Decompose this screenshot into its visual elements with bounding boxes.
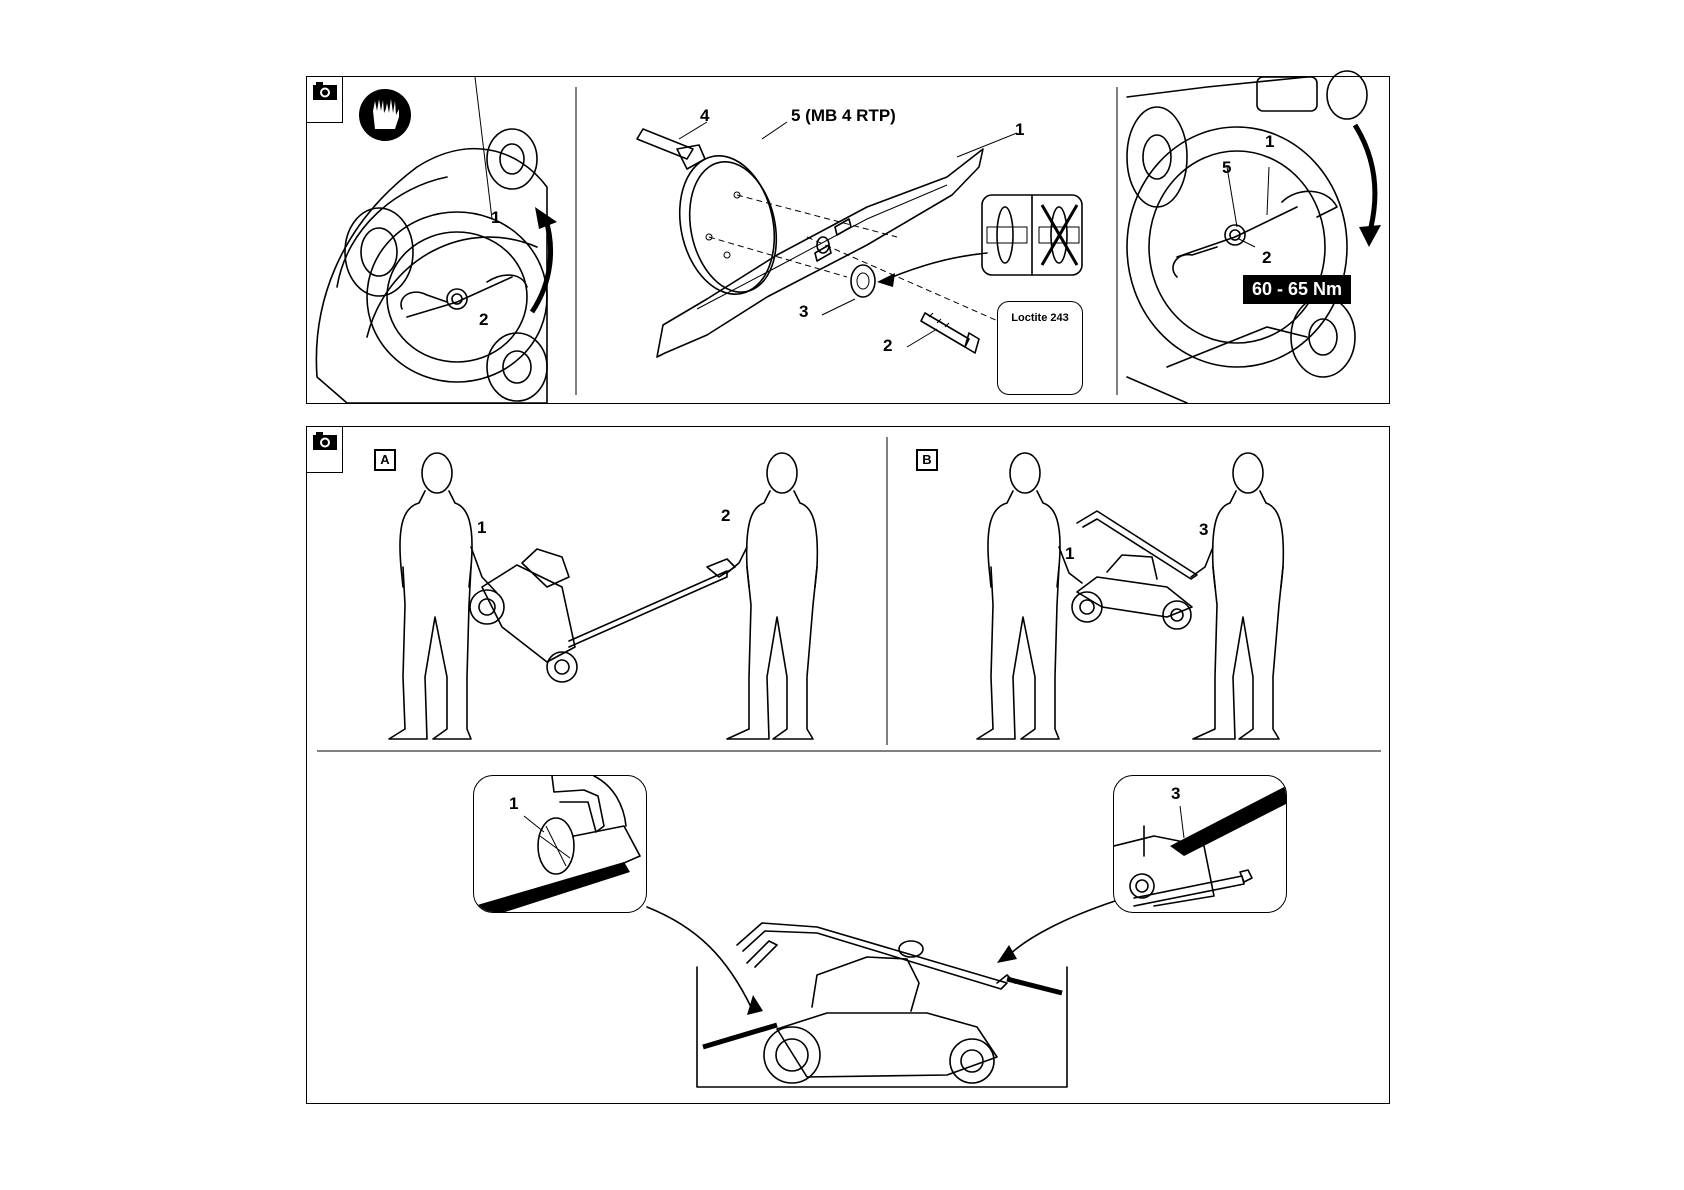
label-scene-b-3: 3 [1199,520,1209,539]
torque-badge: 60 - 65 Nm [1243,275,1352,304]
label-mid-4: 4 [700,106,710,125]
top-panel: 1 2 [306,70,1390,404]
inset-right-drawing [1114,786,1286,907]
mower-center [696,922,1068,1088]
loctite-box: Loctite 243 [997,301,1083,395]
illustration-blade-removal [315,76,557,404]
loctite-label: Loctite 243 [1011,312,1069,324]
label-scene-b-1: 1 [1065,544,1075,563]
label-right-1: 1 [1265,132,1275,151]
label-mid-3: 3 [799,302,809,321]
label-inset-1: 1 [509,794,519,813]
label-scene-a-2: 2 [721,506,731,525]
inset-right [1113,775,1287,913]
label-scene-a-1: 1 [477,518,487,537]
label-mid-1: 1 [1015,120,1025,139]
mower-b [1071,510,1198,630]
label-mid-2: 2 [883,336,893,355]
illustration-blade-tightening [1126,70,1381,404]
panel-dividers [575,87,1118,395]
label-right-2: 2 [1262,248,1272,267]
person-b-right [1190,452,1285,740]
camera-tab [307,77,343,123]
person-a-left [388,452,498,740]
person-b-left [976,452,1083,740]
scene-a-letter: A [374,449,396,471]
person-a-right [726,452,819,740]
illustration-blade-exploded [636,121,1083,388]
camera-tab-bottom [307,427,343,473]
inset-left [473,775,647,913]
camera-icon [313,82,337,100]
label-left-2: 2 [479,310,489,329]
illustration-carrying [317,437,1381,1088]
scene-b-letter: B [916,449,938,471]
bottom-panel: A B [306,426,1390,1104]
inset-left-drawing [474,776,641,912]
label-mid-5: 5 (MB 4 RTP) [791,106,896,125]
gloves-icon [359,89,411,141]
label-inset-3: 3 [1171,784,1181,803]
label-left-1: 1 [491,208,501,227]
mower-a [469,548,736,683]
label-right-5: 5 [1222,158,1232,177]
camera-icon [313,432,337,450]
